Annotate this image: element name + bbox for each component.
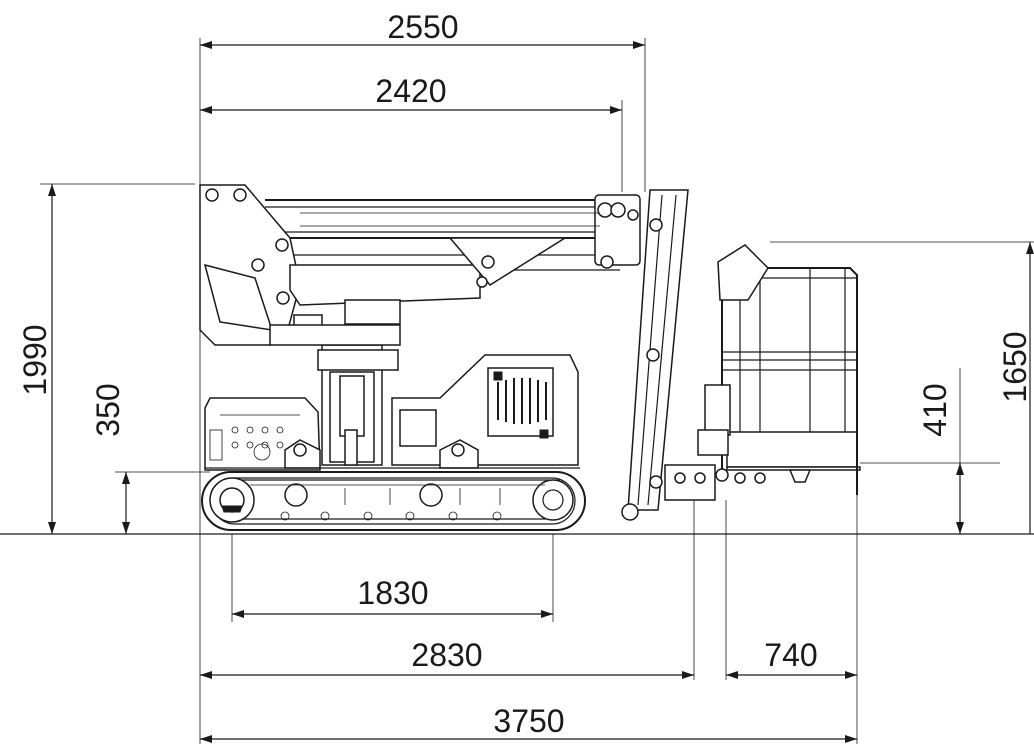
- dim-740: 740: [764, 637, 817, 673]
- chassis-body: [204, 344, 580, 471]
- dim-410: 410: [917, 383, 953, 436]
- dim-1650: 1650: [997, 331, 1033, 402]
- dim-3750: 3750: [493, 703, 564, 739]
- dim-1830: 1830: [357, 575, 428, 611]
- track-undercarriage: [201, 471, 586, 531]
- dimension-lines: [48, 41, 1034, 743]
- boom-arm: [199, 184, 641, 346]
- dim-1990: 1990: [17, 324, 53, 395]
- work-basket: [664, 244, 861, 501]
- dim-2550: 2550: [387, 9, 458, 45]
- dim-350: 350: [90, 383, 126, 436]
- jib-arm: [621, 189, 689, 521]
- dim-2830: 2830: [411, 637, 482, 673]
- dim-2420: 2420: [375, 73, 446, 109]
